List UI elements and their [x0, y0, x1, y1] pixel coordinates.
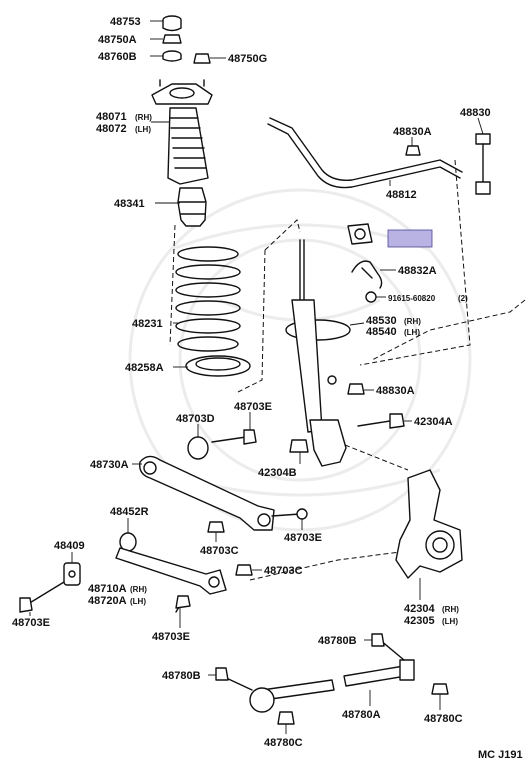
label-48830[interactable]: 48830: [460, 107, 491, 119]
part-48703E-bolt-c[interactable]: [19, 581, 65, 613]
label-42304[interactable]: 42304: [404, 603, 435, 615]
part-48760B-washer[interactable]: [162, 50, 182, 62]
label-48703C-a[interactable]: 48703C: [200, 545, 239, 557]
label-48780C-a[interactable]: 48780C: [264, 737, 303, 749]
label-48720A[interactable]: 48720A: [88, 595, 127, 607]
label-48540[interactable]: 48540: [366, 326, 397, 338]
part-91615-bolt[interactable]: [365, 291, 377, 303]
part-48832A-bracket[interactable]: [351, 260, 383, 289]
figure-code: MC J191: [478, 749, 523, 761]
part-48780B-bolt-b[interactable]: [215, 667, 253, 691]
label-48750A[interactable]: 48750A: [98, 34, 137, 46]
part-48071-dust-boot[interactable]: [167, 107, 209, 185]
part-48750A-nut[interactable]: [162, 34, 182, 44]
part-48830A-nut-mid[interactable]: [347, 383, 365, 395]
leader-lines: [29, 20, 484, 734]
label-48452R[interactable]: 48452R: [110, 506, 149, 518]
part-48830A-nut-top[interactable]: [405, 145, 421, 156]
label-48530[interactable]: 48530: [366, 315, 397, 327]
label-42304B[interactable]: 42304B: [258, 467, 297, 479]
part-48409-washer[interactable]: [63, 562, 81, 586]
label-48530-rh: (RH): [404, 317, 421, 326]
label-48409[interactable]: 48409: [54, 540, 85, 552]
label-48703D[interactable]: 48703D: [176, 413, 215, 425]
part-48703E-bolt-a[interactable]: [211, 429, 257, 445]
label-48710A[interactable]: 48710A: [88, 583, 127, 595]
part-48730A-lower-arm[interactable]: [139, 455, 275, 531]
label-48812[interactable]: 48812: [386, 189, 417, 201]
label-48750G[interactable]: 48750G: [228, 53, 267, 65]
label-48780C-b[interactable]: 48780C: [424, 713, 463, 725]
assembly-lines: [169, 159, 526, 581]
label-48703E-d[interactable]: 48703E: [152, 631, 190, 643]
label-48780B-b[interactable]: 48780B: [162, 670, 201, 682]
label-91615-qty: (2): [458, 294, 468, 303]
label-42305[interactable]: 42305: [404, 615, 435, 627]
part-42304-knuckle[interactable]: [395, 469, 463, 579]
part-48071-upper-support[interactable]: [151, 79, 213, 105]
part-48341-bump-stopper[interactable]: [177, 187, 207, 227]
label-48710A-rh: (RH): [130, 585, 147, 594]
label-48830A-mid[interactable]: 48830A: [376, 385, 415, 397]
label-48072-lh: (LH): [135, 125, 151, 134]
label-48780A[interactable]: 48780A: [342, 709, 381, 721]
part-48703D-bushing[interactable]: [187, 436, 209, 460]
part-48780B-bolt-a[interactable]: [371, 633, 405, 661]
label-48832A[interactable]: 48832A: [398, 265, 437, 277]
label-48730A[interactable]: 48730A: [90, 459, 129, 471]
label-48231[interactable]: 48231: [132, 318, 163, 330]
part-48830-link[interactable]: [475, 133, 491, 195]
label-48830A-top[interactable]: 48830A: [393, 126, 432, 138]
label-48703E-b[interactable]: 48703E: [284, 532, 322, 544]
label-48760B[interactable]: 48760B: [98, 51, 137, 63]
label-48540-lh: (LH): [404, 328, 420, 337]
part-48780A-lateral-rod[interactable]: [249, 659, 415, 713]
part-48258A-insulator[interactable]: [185, 355, 251, 377]
label-91615[interactable]: 91615-60820: [388, 294, 436, 303]
part-48703C-nut-a[interactable]: [207, 521, 225, 533]
label-48258A[interactable]: 48258A: [125, 362, 164, 374]
part-48703E-bolt-d[interactable]: [175, 595, 191, 613]
part-48780C-nut-a[interactable]: [277, 711, 295, 725]
label-48753[interactable]: 48753: [110, 16, 141, 28]
part-42304A-bolt[interactable]: [357, 413, 405, 429]
part-48530-shock-absorber[interactable]: [285, 239, 351, 467]
label-48341[interactable]: 48341: [114, 198, 145, 210]
label-48071-rh: (RH): [135, 113, 152, 122]
part-42304B-nut[interactable]: [289, 439, 309, 453]
label-48071[interactable]: 48071: [96, 111, 127, 123]
part-48812-stabilizer-bar[interactable]: [267, 117, 463, 189]
part-48710A-strut-rod[interactable]: [115, 547, 227, 595]
label-42304A[interactable]: 42304A: [414, 416, 453, 428]
part-48703E-bolt-b[interactable]: [271, 508, 308, 520]
part-48780C-nut-b[interactable]: [431, 683, 449, 695]
part-48231-coil-spring[interactable]: [175, 246, 241, 352]
part-stabilizer-bushing[interactable]: [347, 223, 373, 245]
part-48753-cap[interactable]: [162, 15, 182, 32]
part-48703C-nut-b[interactable]: [235, 564, 253, 576]
part-48750G-nut[interactable]: [193, 53, 211, 64]
label-48720A-lh: (LH): [130, 597, 146, 606]
highlight-marker: [387, 229, 433, 248]
label-42305-lh: (LH): [442, 617, 458, 626]
label-48780B-a[interactable]: 48780B: [318, 635, 357, 647]
label-48072[interactable]: 48072: [96, 123, 127, 135]
label-48703C-b[interactable]: 48703C: [264, 565, 303, 577]
part-labels: 48753 48750A 48760B 48750G 48071 (RH) 48…: [12, 16, 523, 761]
label-48703E-c[interactable]: 48703E: [12, 617, 50, 629]
label-42304-rh: (RH): [442, 605, 459, 614]
label-48703E-a[interactable]: 48703E: [234, 401, 272, 413]
